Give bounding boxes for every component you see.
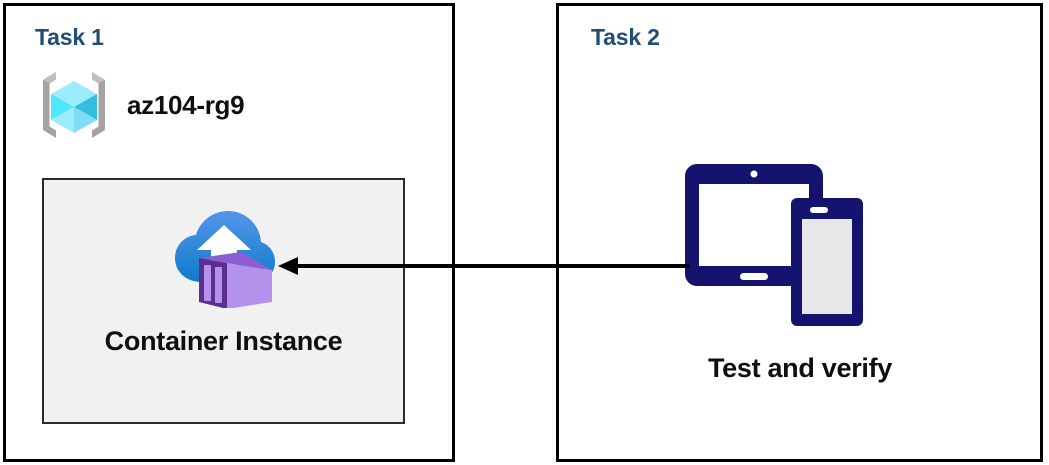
tablet-and-phone-icon bbox=[685, 164, 863, 326]
container-instance-label: Container Instance bbox=[104, 326, 343, 356]
panel-task-1-title: Task 1 bbox=[35, 24, 104, 50]
container-instance-card: Container Instance bbox=[42, 178, 405, 424]
devices-label: Test and verify bbox=[707, 353, 893, 383]
panel-task-1: Task 1 az104-rg9 bbox=[3, 3, 455, 462]
resource-group-label: az104-rg9 bbox=[127, 89, 245, 120]
azure-container-instance-icon bbox=[174, 211, 275, 308]
azure-resource-group-icon bbox=[43, 72, 105, 138]
panel-task-2-title: Task 2 bbox=[591, 24, 660, 50]
flow-arrow bbox=[278, 257, 690, 275]
resource-group-row: az104-rg9 bbox=[35, 66, 245, 144]
